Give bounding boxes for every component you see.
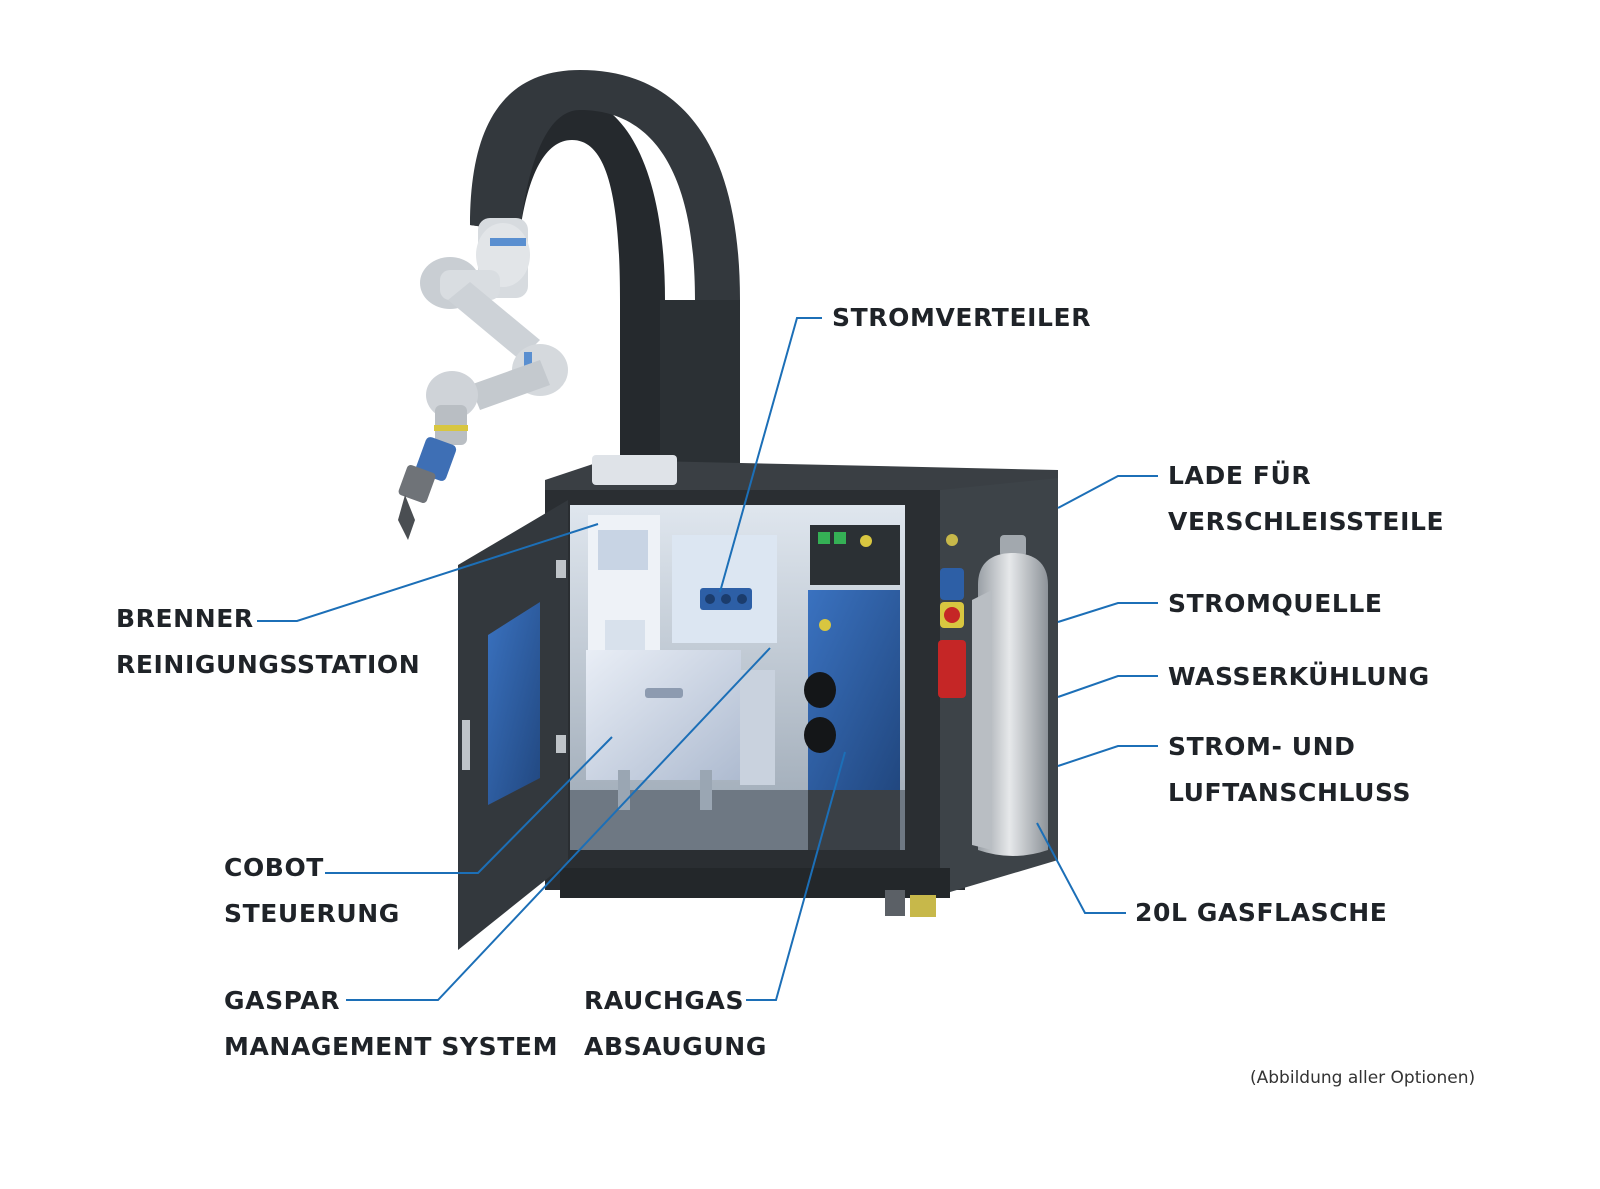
label-line: COBOT — [224, 853, 324, 882]
label-lade-verschleissteile: LADE FÜR VERSCHLEISSTEILE — [1168, 453, 1444, 545]
leader-anschluss — [1057, 745, 1158, 767]
cobot-arm — [398, 218, 568, 540]
label-stromquelle: STROMQUELLE — [1168, 581, 1383, 627]
label-line: MANAGEMENT SYSTEM — [224, 1032, 559, 1061]
leader-brenner — [257, 523, 599, 622]
boom-arm — [470, 70, 740, 470]
label-line: STROMVERTEILER — [832, 303, 1092, 332]
label-line: BRENNER — [116, 604, 254, 633]
label-line: STROM- UND — [1168, 732, 1356, 761]
label-line: ABSAUGUNG — [584, 1032, 767, 1061]
label-line: REINIGUNGSSTATION — [116, 650, 421, 679]
leader-stromverteiler — [719, 317, 822, 593]
leader-gasflasche — [1036, 822, 1126, 914]
side-panel-connections — [938, 534, 966, 698]
label-cobot-steuerung: COBOT STEUERUNG — [224, 845, 400, 937]
leader-lade — [1057, 475, 1158, 509]
leader-lines — [257, 317, 1158, 1001]
leader-gaspar — [346, 647, 771, 1001]
cabinet-door — [458, 500, 568, 950]
label-line: STEUERUNG — [224, 899, 400, 928]
label-line: RAUCHGAS — [584, 986, 745, 1015]
label-gaspar-management-system: GASPAR MANAGEMENT SYSTEM — [224, 978, 558, 1070]
leader-rauchgas — [746, 751, 846, 1001]
label-line: VERSCHLEISSTEILE — [1168, 507, 1445, 536]
leader-stromquelle — [1057, 602, 1158, 623]
label-strom-luftanschluss: STROM- UND LUFTANSCHLUSS — [1168, 724, 1411, 816]
leader-cobot — [325, 736, 613, 874]
label-line: GASPAR — [224, 986, 341, 1015]
label-brenner-reinigungsstation: BRENNER REINIGUNGSSTATION — [116, 596, 420, 688]
label-line: WASSERKÜHLUNG — [1168, 662, 1430, 691]
label-line: STROMQUELLE — [1168, 589, 1383, 618]
label-gasflasche: 20L GASFLASCHE — [1135, 890, 1387, 936]
label-line: LUFTANSCHLUSS — [1168, 778, 1412, 807]
label-rauchgas-absaugung: RAUCHGAS ABSAUGUNG — [584, 978, 767, 1070]
options-note: (Abbildung aller Optionen) — [1250, 1068, 1476, 1088]
label-wasserkuehlung: WASSERKÜHLUNG — [1168, 654, 1430, 700]
leader-wasserkuehlung — [1057, 675, 1158, 698]
label-line: 20L GASFLASCHE — [1135, 898, 1388, 927]
gas-cylinder — [972, 535, 1048, 856]
label-stromverteiler: STROMVERTEILER — [832, 295, 1091, 341]
label-line: LADE FÜR — [1168, 461, 1312, 490]
interior-components — [586, 455, 900, 850]
